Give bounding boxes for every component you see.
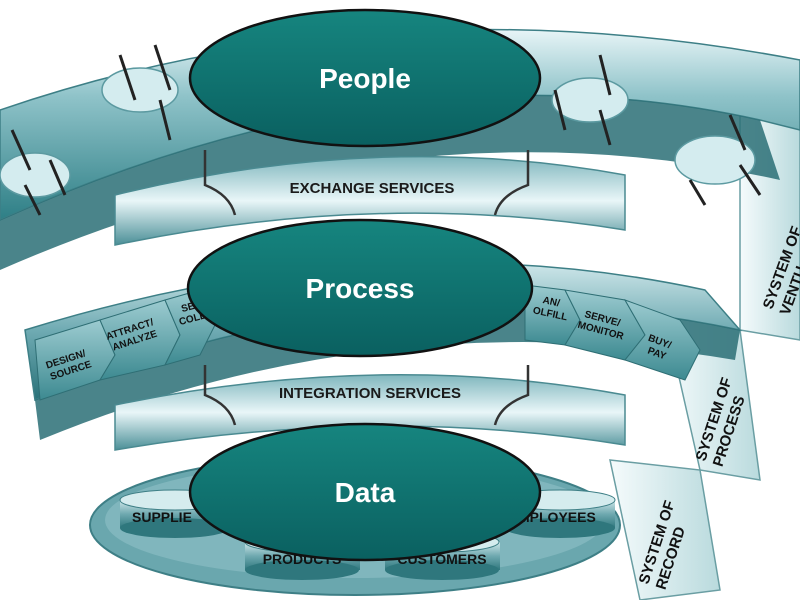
- process-chevrons: [34, 284, 701, 401]
- process-oval: Process: [186, 218, 534, 358]
- exchange-services-label: EXCHANGE SERVICES: [290, 180, 455, 197]
- suppliers-label: SUPPLIE: [132, 509, 192, 525]
- exchange-services-tube: EXCHANGE SERVICES: [114, 155, 626, 246]
- connector-arrows-bottom: [203, 365, 530, 426]
- data-title: Data: [335, 477, 396, 508]
- process-title: Process: [306, 273, 415, 304]
- integration-services-label: INTEGRATION SERVICES: [279, 385, 461, 402]
- integration-services-tube: INTEGRATION SERVICES: [114, 374, 626, 451]
- step-plan-fulfill: AN/: [542, 295, 561, 309]
- employees-label: MPLOYEES: [518, 509, 596, 525]
- data-oval: Data: [188, 422, 542, 562]
- people-oval: People: [188, 8, 542, 148]
- double-arrow-icons: [10, 44, 762, 216]
- people-title: People: [319, 63, 411, 94]
- connector-arrows-top: [203, 150, 530, 216]
